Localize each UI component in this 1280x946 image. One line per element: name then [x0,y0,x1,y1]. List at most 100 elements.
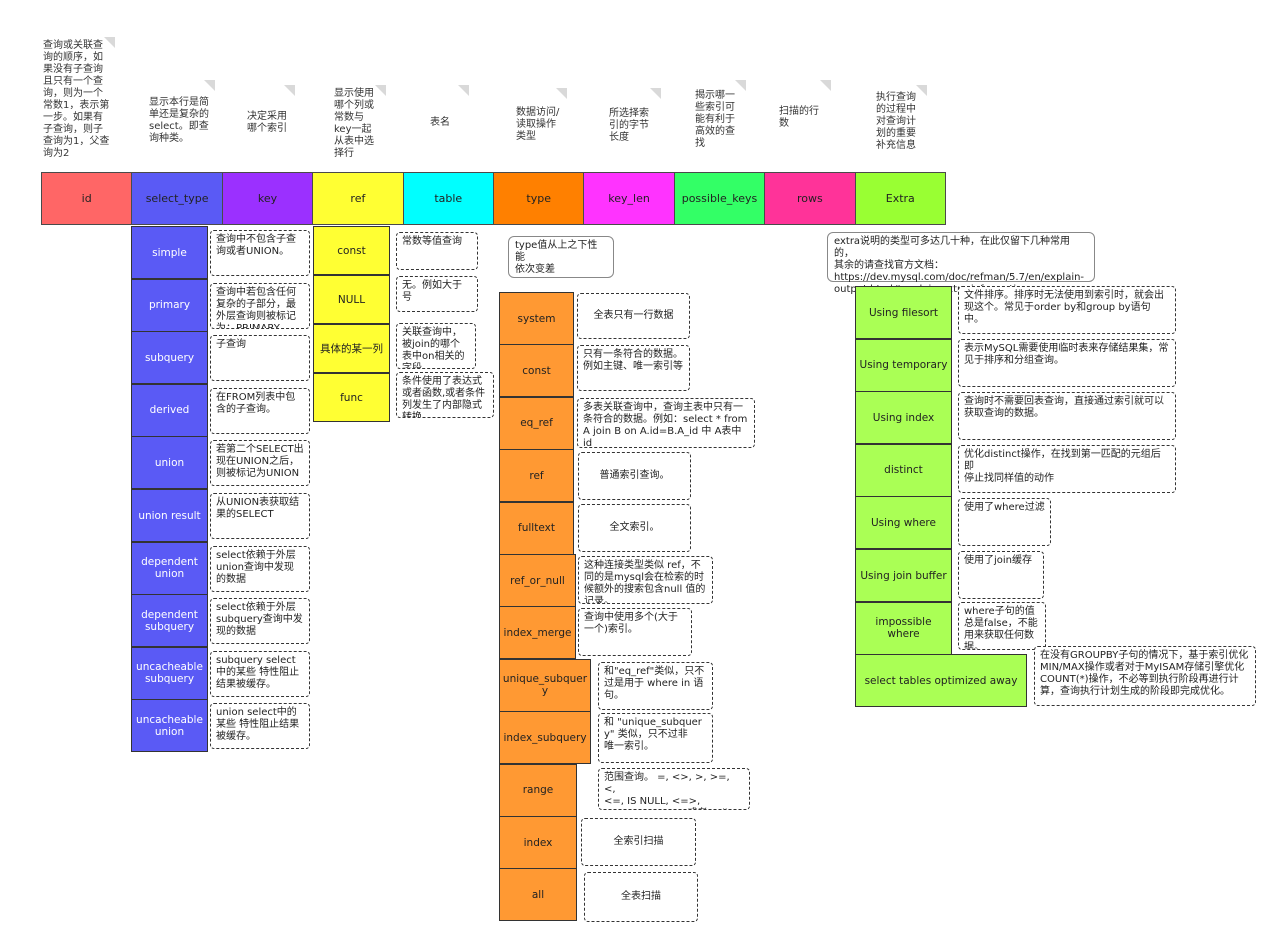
select-type-cell-text: primary [148,299,191,312]
extra-desc: 使用了join缓存 [958,551,1044,599]
select-type-desc-text: select依赖于外层 union查询中发现 的数据 [216,549,296,585]
column-header-ref-text: ref [350,192,366,205]
ref-desc: 常数等值查询 [396,232,478,270]
extra-desc: 表示MySQL需要使用临时表来存储结果集，常 见于排序和分组查询。 [958,339,1176,387]
column-note-8: 扫描的行 数 [779,106,859,130]
type-cell-text: ref_or_null [510,574,565,587]
extra-cell-text: impossible where [875,616,932,641]
ref-desc: 关联查询中， 被join的哪个 表中on相关的 字段 [396,323,476,369]
column-note-3-text: 显示使用 哪个列或 常数与 key一起 从表中选 择行 [334,88,374,159]
extra-cell: Using where [855,496,952,550]
type-cell: ref_or_null [499,554,576,607]
extra-desc-text: where子句的值 总是false，不能 用来获取任何数 据。 [964,606,1038,650]
select-type-desc: select依赖于外层 subquery查询中发 现的数据 [210,598,310,645]
type-desc-text: 全索引扫描 [613,836,664,847]
ref-desc-text: 关联查询中， 被join的哪个 表中on相关的 字段 [402,327,465,369]
type-desc: 查询中使用多个(大于 一个)索引。 [578,608,692,656]
column-note-0-text: 查询或关联查 询的顺序，如 果没有子查询 且只有一个查 询，则为一个 常数1，表… [43,40,110,159]
column-note-4: 表名 [430,117,510,129]
select-type-cell: union [131,436,208,490]
select-type-desc: 在FROM列表中包 含的子查询。 [210,387,310,434]
type-cell-text: index_merge [503,626,572,639]
column-note-7-text: 揭示哪一 些索引可 能有利于 高效的查 找 [695,90,735,149]
type-desc: 范围查询。 =, <>, >, >=, <, <=, IS NULL, <=>,… [598,768,750,810]
select-type-desc-text: 查询中若包含任何 复杂的子部分，最 外层查询则被标记 为：PRIMARY [216,286,296,329]
extra-cell-text: Using temporary [859,359,948,372]
ref-cell: NULL [313,275,390,324]
type-desc-text: 普通索引查询。 [599,470,670,481]
note-fold-icon [104,37,115,48]
select-type-desc-text: select依赖于外层 subquery查询中发 现的数据 [216,602,303,638]
extra-desc-text: 使用了join缓存 [964,555,1033,566]
column-header-key-len-text: key_len [608,192,650,205]
select-type-desc-text: 若第二个SELECT出 现在UNION之后， 则被标记为UNION [216,444,304,480]
type-desc-text: 和 "unique_subquer y" 类似，只不过非 唯一索引。 [604,717,702,752]
select-type-cell: uncacheable subquery [131,646,208,700]
type-desc-text: 全文索引。 [609,522,660,533]
column-header-key-len: key_len [583,172,675,225]
column-note-5-text: 数据访问/ 读取操作 类型 [516,107,560,142]
column-note-6-text: 所选择索 引的字节 长度 [609,108,649,143]
type-desc: 和 "unique_subquer y" 类似，只不过非 唯一索引。 [598,713,713,763]
type-cell: range [499,763,577,817]
ref-cell: func [313,373,390,422]
type-desc: 全表只有一行数据 [577,293,690,339]
column-header-id-text: id [81,192,92,205]
select-type-desc: 从UNION表获取结 果的SELECT [210,493,310,539]
extra-cell: Using filesort [855,286,952,339]
extra-desc: 使用了where过滤 [958,498,1051,546]
select-type-cell-text: derived [149,404,190,417]
type-desc: 只有一条符合的数据。 例如主键、唯一索引等 [577,345,690,391]
column-header-extra: Extra [854,172,946,225]
note-fold-icon [204,80,215,91]
type-cell-text: system [517,312,556,325]
type-cell-text: index_subquery [503,731,587,744]
note-fold-icon [820,80,831,91]
column-header-possible-keys: possible_keys [673,172,766,225]
note-fold-icon [458,85,469,96]
type-desc: 多表关联查询中，查询主表中只有一 条符合的数据。例如：select * from… [577,398,755,448]
extra-cell-text: Using filesort [868,306,939,319]
select-type-desc-text: 查询中不包含子查 询或者UNION。 [216,234,296,257]
select-type-desc-text: subquery select 中的某些 特性阻止 结果被缓存。 [216,654,300,690]
type-desc-text: 范围查询。 =, <>, >, >=, <, <=, IS NULL, <=>,… [604,772,730,809]
type-cell: fulltext [499,501,574,555]
select-type-desc: 子查询 [210,335,310,382]
type-cell: index_subquery [499,711,591,765]
select-type-cell-text: union [154,456,185,469]
type-desc: 这种连接类型类似 ref，不 同的是mysql会在检索的时 候额外的搜索包含nu… [578,556,713,604]
type-desc-text: 全表扫描 [621,891,661,902]
extra-desc-text: 优化distinct操作，在找到第一匹配的元组后即 停止找同样值的动作 [964,449,1161,484]
column-note-3: 显示使用 哪个列或 常数与 key一起 从表中选 择行 [334,88,414,160]
select-type-desc: 若第二个SELECT出 现在UNION之后， 则被标记为UNION [210,440,310,487]
extra-desc: where子句的值 总是false，不能 用来获取任何数 据。 [958,602,1046,650]
column-note-0: 查询或关联查 询的顺序，如 果没有子查询 且只有一个查 询，则为一个 常数1，表… [43,40,123,160]
select-type-cell: subquery [131,331,208,385]
select-type-cell-text: uncacheable subquery [136,661,203,686]
column-header-rows-text: rows [797,192,823,205]
column-note-2-text: 决定采用 哪个索引 [247,111,287,134]
column-header-select-type-text: select_type [145,192,209,205]
extra-cell: Using index [855,391,952,445]
select-type-cell-text: simple [152,246,187,259]
column-header-select-type: select_type [131,172,223,225]
ref-cell-text: func [340,391,363,404]
note-fold-icon [375,85,386,96]
type-desc-text: 全表只有一行数据 [593,310,674,321]
select-type-desc: 查询中不包含子查 询或者UNION。 [210,230,310,276]
select-type-desc-text: union select中的 某些 特性阻止结果 被缓存。 [216,707,300,743]
select-type-cell: simple [131,226,208,279]
select-type-desc-text: 从UNION表获取结 果的SELECT [216,497,300,520]
select-type-cell-text: subquery [144,351,195,364]
ref-desc: 无。例如大于 号 [396,276,478,312]
ref-cell-text: NULL [337,293,366,306]
type-desc-text: 多表关联查询中，查询主表中只有一 条符合的数据。例如：select * from… [583,402,748,448]
column-header-type-text: type [526,192,551,205]
note-fold-icon [916,85,927,96]
column-header-ref: ref [312,172,404,225]
type-cell-text: fulltext [518,522,555,535]
extra-cell: select tables optimized away [855,654,1027,708]
type-cell: index [499,816,577,869]
extra-desc-text: 在没有GROUPBY子句的情况下，基于索引优化 MIN/MAX操作或者对于MyI… [1040,650,1249,697]
select-type-desc: union select中的 某些 特性阻止结果 被缓存。 [210,703,310,750]
